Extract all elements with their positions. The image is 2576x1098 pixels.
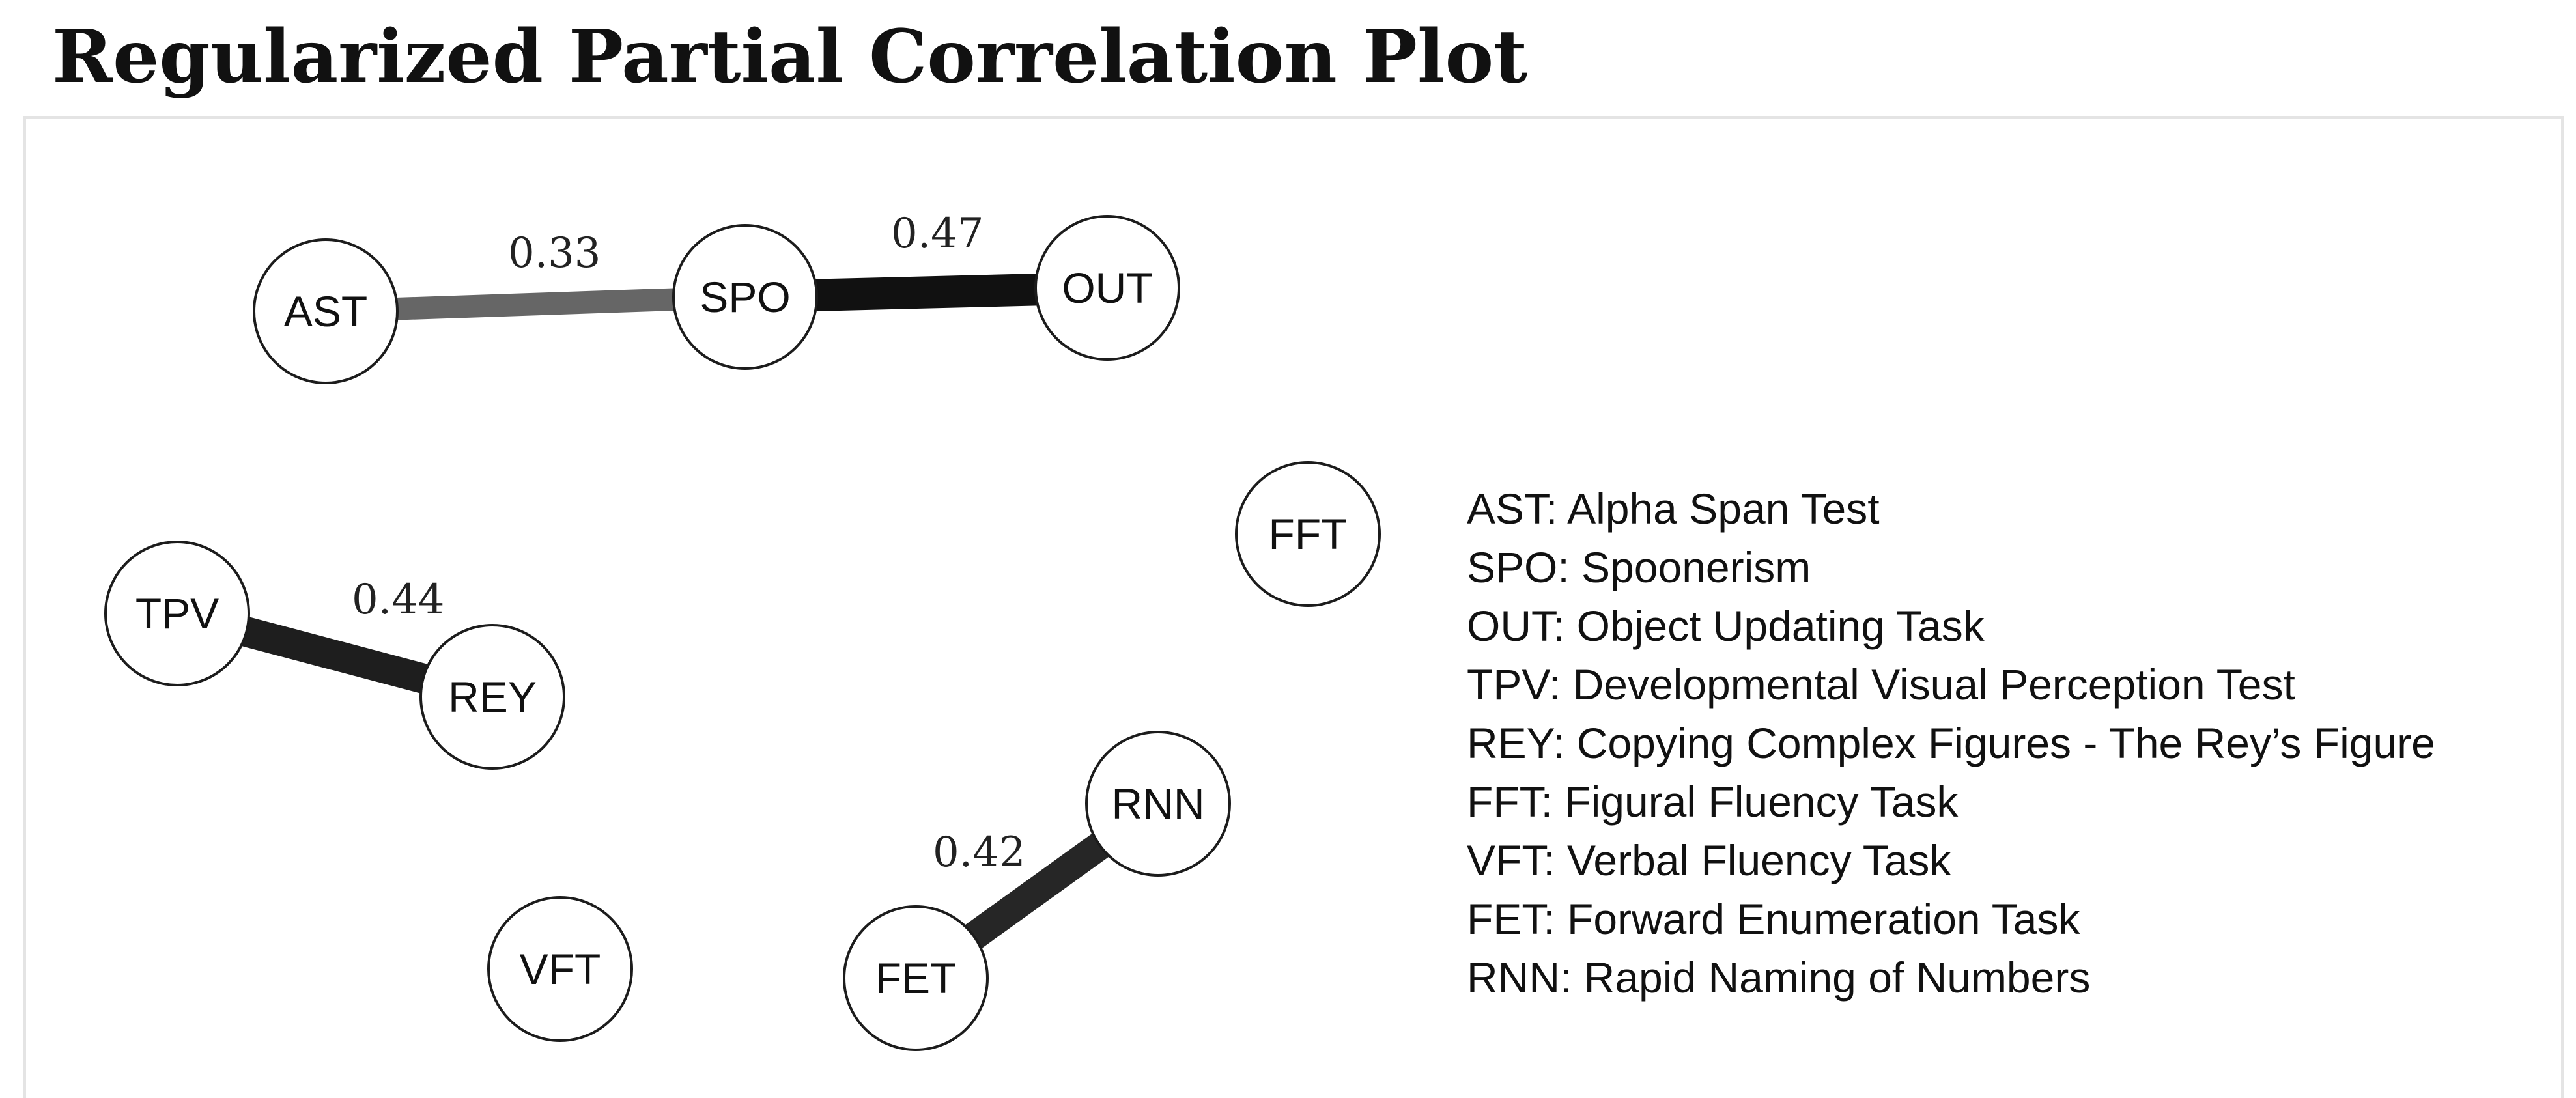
node-spo: SPO — [672, 224, 818, 370]
node-label-fet: FET — [875, 954, 957, 1002]
node-out: OUT — [1034, 215, 1180, 361]
node-label-spo: SPO — [700, 273, 790, 321]
node-legend: AST: Alpha Span Test SPO: Spoonerism OUT… — [1467, 479, 2435, 1007]
node-circle-fft — [1235, 461, 1381, 607]
legend-item-spo: SPO: Spoonerism — [1467, 543, 1811, 591]
node-circle-rnn — [1085, 731, 1231, 877]
edge-label-fet-rnn: 0.42 — [933, 828, 1026, 877]
node-circle-spo — [672, 224, 818, 370]
node-circle-fet — [843, 905, 989, 1051]
legend-item-vft: VFT: Verbal Fluency Task — [1467, 836, 1951, 884]
node-label-tpv: TPV — [135, 589, 219, 638]
legend-item-ast: AST: Alpha Span Test — [1467, 485, 1880, 533]
legend-item-rey: REY: Copying Complex Figures - The Rey’s… — [1467, 719, 2435, 767]
node-rey: REY — [419, 624, 565, 770]
node-label-rnn: RNN — [1112, 780, 1205, 828]
node-label-fft: FFT — [1269, 510, 1348, 558]
edge-label-ast-spo: 0.33 — [508, 229, 601, 277]
node-circle-vft — [487, 896, 633, 1042]
legend-item-fet: FET: Forward Enumeration Task — [1467, 895, 2080, 943]
node-circle-tpv — [104, 541, 250, 686]
node-label-ast: AST — [284, 287, 367, 335]
plot-panel: 0.33 0.47 0.44 0.42 AST SPO OUT FFT TPV REY RNN VFT… — [23, 116, 2564, 1098]
node-ast: AST — [253, 238, 399, 384]
node-label-rey: REY — [448, 673, 537, 721]
node-fft: FFT — [1235, 461, 1381, 607]
node-tpv: TPV — [104, 541, 250, 686]
plot-title: Regularized Partial Correlation Plot — [52, 14, 1527, 100]
node-fet: FET — [843, 905, 989, 1051]
node-circle-ast — [253, 238, 399, 384]
legend-item-rnn: RNN: Rapid Naming of Numbers — [1467, 953, 2091, 1002]
legend-item-tpv: TPV: Developmental Visual Perception Tes… — [1467, 660, 2295, 709]
edge-label-spo-out: 0.47 — [891, 210, 984, 258]
legend-item-out: OUT: Object Updating Task — [1467, 602, 1985, 650]
node-label-out: OUT — [1062, 264, 1152, 312]
node-rnn: RNN — [1085, 731, 1231, 877]
network-graph: 0.33 0.47 0.44 0.42 AST SPO OUT FFT TPV REY RNN VFT… — [104, 210, 1381, 1051]
edge-label-tpv-rey: 0.44 — [352, 576, 445, 624]
node-label-vft: VFT — [520, 945, 601, 993]
node-vft: VFT — [487, 896, 633, 1042]
node-circle-rey — [419, 624, 565, 770]
node-circle-out — [1034, 215, 1180, 361]
legend-item-fft: FFT: Figural Fluency Task — [1467, 778, 1959, 826]
